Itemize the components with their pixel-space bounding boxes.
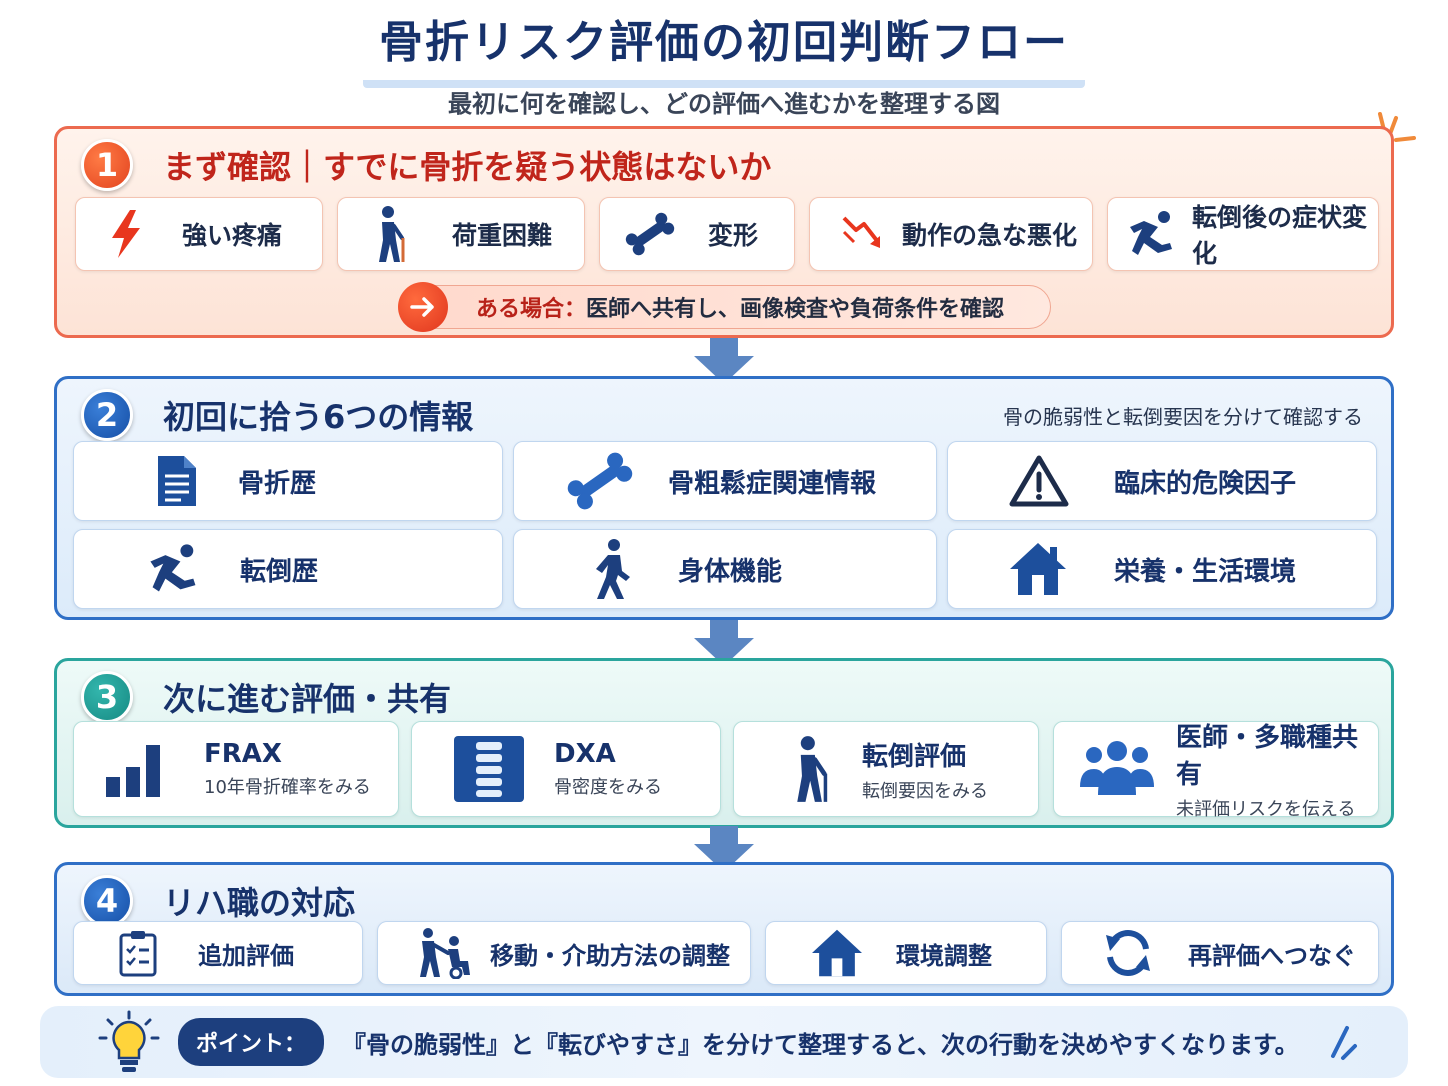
title-wrap: 骨折リスク評価の初回判断フロー — [0, 6, 1448, 88]
card-label: 身体機能 — [678, 556, 783, 587]
action-additional-assessment: 追加評価 — [73, 921, 363, 985]
info-osteoporosis: 骨粗鬆症関連情報 — [513, 441, 937, 521]
section-2-note: 骨の脆弱性と転倒要因を分けて確認する — [1003, 405, 1363, 429]
card-label: FRAX — [204, 739, 282, 769]
section-rehab-response: 4 リハ職の対応 追加評価 移動・介助方法の調整 環境調整 — [54, 862, 1394, 996]
warning-icon — [1009, 455, 1069, 507]
action-mobility-assist: 移動・介助方法の調整 — [377, 921, 751, 985]
bone-icon — [625, 212, 675, 256]
card-label: 動作の急な悪化 — [902, 221, 1078, 250]
card-label: 転倒歴 — [240, 556, 319, 587]
pencil-icon — [1330, 1026, 1357, 1060]
lightning-icon — [112, 210, 140, 258]
walking-cane-icon — [797, 736, 828, 802]
section-1-title: まず確認｜すでに骨折を疑う状態はないか — [163, 148, 772, 186]
info-physical-function: 身体機能 — [513, 529, 937, 609]
section-initial-check: 1 まず確認｜すでに骨折を疑う状態はないか 強い疼痛 荷重困難 変形 — [54, 126, 1394, 338]
card-label: 転倒評価 — [862, 741, 967, 772]
card-text: 転倒評価 転倒要因をみる — [862, 736, 988, 803]
section-2-header: 2 初回に拾う6つの情報 — [81, 389, 473, 441]
bar-chart-icon — [106, 745, 160, 797]
section-2-title: 初回に拾う6つの情報 — [163, 398, 474, 436]
walking-person-icon — [596, 539, 630, 599]
point-banner: ポイント： 『骨の脆弱性』と『転びやすさ』を分けて整理すると、次の行動を決めやす… — [40, 1006, 1408, 1078]
action-text: ある場合：医師へ共有し、画像検査や負荷条件を確認 — [476, 291, 1004, 323]
page-subtitle: 最初に何を確認し、どの評価へ進むかを整理する図 — [448, 90, 1000, 118]
section-3-header: 3 次に進む評価・共有 — [81, 671, 451, 723]
section-six-info: 2 初回に拾う6つの情報 骨の脆弱性と転倒要因を分けて確認する 骨折歴 骨粗鬆症… — [54, 376, 1394, 620]
section-4-header: 4 リハ職の対応 — [81, 875, 355, 927]
card-label: 栄養・生活環境 — [1114, 556, 1297, 587]
card-label: 強い疼痛 — [182, 221, 283, 250]
card-label: 骨折歴 — [238, 468, 317, 499]
step-number-1: 1 — [81, 139, 133, 191]
card-label: 追加評価 — [198, 941, 294, 970]
check-post-fall-change: 転倒後の症状変化 — [1107, 197, 1379, 271]
card-label: 臨床的危険因子 — [1114, 468, 1297, 499]
assess-share: 医師・多職種共有 未評価リスクを伝える — [1053, 721, 1379, 820]
card-label: 荷重困難 — [452, 221, 553, 250]
page-title: 骨折リスク評価の初回判断フロー — [363, 6, 1085, 88]
checklist-icon — [119, 931, 157, 977]
card-label: 環境調整 — [896, 941, 992, 970]
section-next-assessment: 3 次に進む評価・共有 FRAX 10年骨折確率をみる DXA 骨密度をみる — [54, 658, 1394, 828]
card-label: 骨粗鬆症関連情報 — [668, 468, 877, 499]
lightbulb-icon — [98, 1010, 160, 1072]
section-4-title: リハ職の対応 — [163, 884, 356, 922]
card-sub: 10年骨折確率をみる — [204, 777, 371, 798]
flow-arrow-icon — [694, 338, 754, 384]
info-clinical-risk: 臨床的危険因子 — [947, 441, 1377, 521]
info-fracture-history: 骨折歴 — [73, 441, 503, 521]
section-1-header: 1 まず確認｜すでに骨折を疑う状態はないか — [81, 139, 771, 191]
action-reassessment: 再評価へつなぐ — [1061, 921, 1379, 985]
refresh-icon — [1106, 930, 1150, 976]
check-sudden-decline: 動作の急な悪化 — [809, 197, 1093, 271]
action-banner: ある場合：医師へ共有し、画像検査や負荷条件を確認 — [398, 282, 1051, 332]
falling-person-icon — [150, 544, 196, 592]
spine-icon — [454, 736, 524, 802]
card-sub: 転倒要因をみる — [862, 780, 988, 802]
card-label: 転倒後の症状変化 — [1192, 203, 1368, 268]
check-severe-pain: 強い疼痛 — [75, 197, 323, 271]
step-number-2: 2 — [81, 389, 133, 441]
step-number-4: 4 — [81, 875, 133, 927]
card-sub: 骨密度をみる — [554, 777, 662, 798]
check-deformity: 変形 — [599, 197, 795, 271]
assist-icon — [420, 928, 470, 979]
card-text: DXA 骨密度をみる — [554, 739, 662, 799]
bone-icon — [567, 452, 633, 510]
flow-arrow-icon — [694, 620, 754, 666]
card-text: FRAX 10年骨折確率をみる — [204, 739, 371, 799]
card-label: 移動・介助方法の調整 — [490, 941, 730, 970]
falling-person-icon — [1130, 211, 1172, 255]
action-lead: ある場合： — [476, 297, 587, 322]
document-icon — [158, 456, 196, 506]
walking-cane-icon — [379, 206, 405, 262]
point-badge: ポイント： — [178, 1018, 325, 1066]
house-icon — [812, 929, 862, 977]
info-nutrition-living: 栄養・生活環境 — [947, 529, 1377, 609]
card-label: 変形 — [708, 221, 759, 250]
assess-fall: 転倒評価 転倒要因をみる — [733, 721, 1039, 817]
card-label: 医師・多職種共有 — [1176, 723, 1359, 790]
card-label: DXA — [554, 739, 616, 769]
house-icon — [1010, 543, 1066, 595]
group-icon — [1080, 741, 1154, 795]
check-weight-bearing: 荷重困難 — [337, 197, 585, 271]
assess-dxa: DXA 骨密度をみる — [411, 721, 721, 817]
section-3-title: 次に進む評価・共有 — [163, 680, 452, 718]
card-text: 医師・多職種共有 未評価リスクを伝える — [1176, 717, 1378, 821]
action-environment: 環境調整 — [765, 921, 1047, 985]
point-text: 『骨の脆弱性』と『転びやすさ』を分けて整理すると、次の行動を決めやすくなります。 — [342, 1030, 1299, 1059]
trend-down-icon — [842, 216, 880, 248]
arrow-right-icon — [398, 282, 448, 332]
card-label: 再評価へつなぐ — [1188, 941, 1356, 970]
step-number-3: 3 — [81, 671, 133, 723]
action-body: 医師へ共有し、画像検査や負荷条件を確認 — [586, 297, 1005, 322]
card-sub: 未評価リスクを伝える — [1176, 799, 1356, 820]
info-fall-history: 転倒歴 — [73, 529, 503, 609]
flow-arrow-icon — [694, 826, 754, 872]
assess-frax: FRAX 10年骨折確率をみる — [73, 721, 399, 817]
